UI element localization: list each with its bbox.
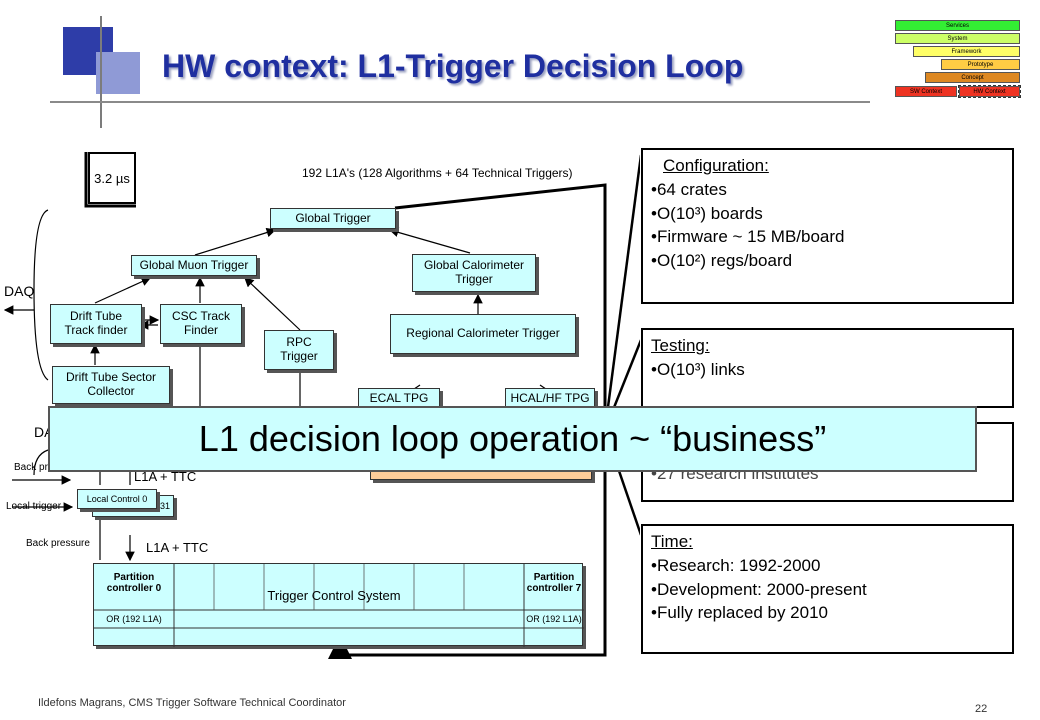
daq-label: DAQ	[4, 283, 35, 299]
decor-vertical-line	[100, 16, 102, 128]
title-underline	[50, 101, 870, 103]
layer-framework: Framework	[913, 46, 1020, 57]
configuration-heading: Configuration:	[663, 156, 769, 175]
layer-concept: Concept	[925, 72, 1020, 83]
local-control-0-box: Local Control 0	[77, 489, 157, 509]
layer-hw-context: HW Context	[958, 85, 1021, 98]
testing-item: O(10³) links	[651, 358, 1004, 382]
latency-box: 3.2 µs	[88, 152, 136, 204]
partition-controller-7: Partition controller 7	[526, 572, 582, 594]
layer-stack: Services System Framework Prototype Conc…	[893, 18, 1023, 104]
local-trigger-label: Local trigger	[6, 501, 62, 512]
configuration-item: O(10³) boards	[651, 202, 1004, 226]
global-trigger-box: Global Trigger	[270, 208, 396, 229]
testing-heading: Testing:	[651, 336, 710, 355]
trigger-control-system-label: Trigger Control System	[267, 588, 401, 603]
layer-services: Services	[895, 20, 1020, 31]
regional-calorimeter-trigger-box: Regional Calorimeter Trigger	[390, 314, 576, 354]
trigger-control-system-box: Partition controller 0 Partition control…	[93, 563, 584, 647]
drift-tube-track-finder-box: Drift Tube Track finder	[50, 304, 142, 344]
or-left-label: OR (192 L1A)	[106, 614, 162, 624]
global-muon-trigger-box: Global Muon Trigger	[131, 255, 257, 276]
time-item: Research: 1992-2000	[651, 554, 1004, 578]
global-calorimeter-trigger-box: Global Calorimeter Trigger	[412, 254, 536, 292]
time-heading: Time:	[651, 532, 693, 551]
ecal-tpg-box: ECAL TPG	[358, 388, 440, 410]
configuration-panel: Configuration: 64 crates O(10³) boards F…	[641, 148, 1014, 304]
l1a-ttc-label-1: L1A + TTC	[134, 469, 197, 484]
rpc-trigger-box: RPC Trigger	[264, 330, 334, 370]
footer-author: Ildefons Magrans, CMS Trigger Software T…	[38, 697, 346, 709]
layer-system: System	[895, 33, 1020, 44]
business-banner: L1 decision loop operation ~ “business”	[48, 406, 977, 472]
layer-sw-context: SW Context	[895, 86, 957, 97]
configuration-item: O(10²) regs/board	[651, 249, 1004, 273]
configuration-item: 64 crates	[651, 178, 1004, 202]
time-panel: Time: Research: 1992-2000 Development: 2…	[641, 524, 1014, 654]
slide-title: HW context: L1-Trigger Decision Loop	[162, 48, 744, 84]
csc-track-finder-box: CSC Track Finder	[160, 304, 242, 344]
tcs-grid	[94, 564, 584, 647]
or-right-label: OR (192 L1A)	[526, 614, 582, 624]
testing-panel: Testing: O(10³) links	[641, 328, 1014, 408]
back-pressure-label-1: Back pressure	[14, 462, 78, 473]
layer-prototype: Prototype	[941, 59, 1020, 70]
partition-controller-0: Partition controller 0	[106, 572, 162, 594]
configuration-item: Firmware ~ 15 MB/board	[651, 225, 1004, 249]
hcal-tpg-box: HCAL/HF TPG	[505, 388, 595, 410]
decor-square-light	[96, 52, 140, 94]
page-number: 22	[975, 703, 988, 715]
l1a-count-label: 192 L1A's (128 Algorithms + 64 Technical…	[302, 166, 573, 180]
l1a-ttc-label-2: L1A + TTC	[146, 540, 209, 555]
drift-tube-sector-collector-box: Drift Tube Sector Collector	[52, 366, 170, 404]
back-pressure-label-2: Back pressure	[26, 538, 90, 549]
time-item: Development: 2000-present	[651, 578, 1004, 602]
time-item: Fully replaced by 2010	[651, 601, 1004, 625]
